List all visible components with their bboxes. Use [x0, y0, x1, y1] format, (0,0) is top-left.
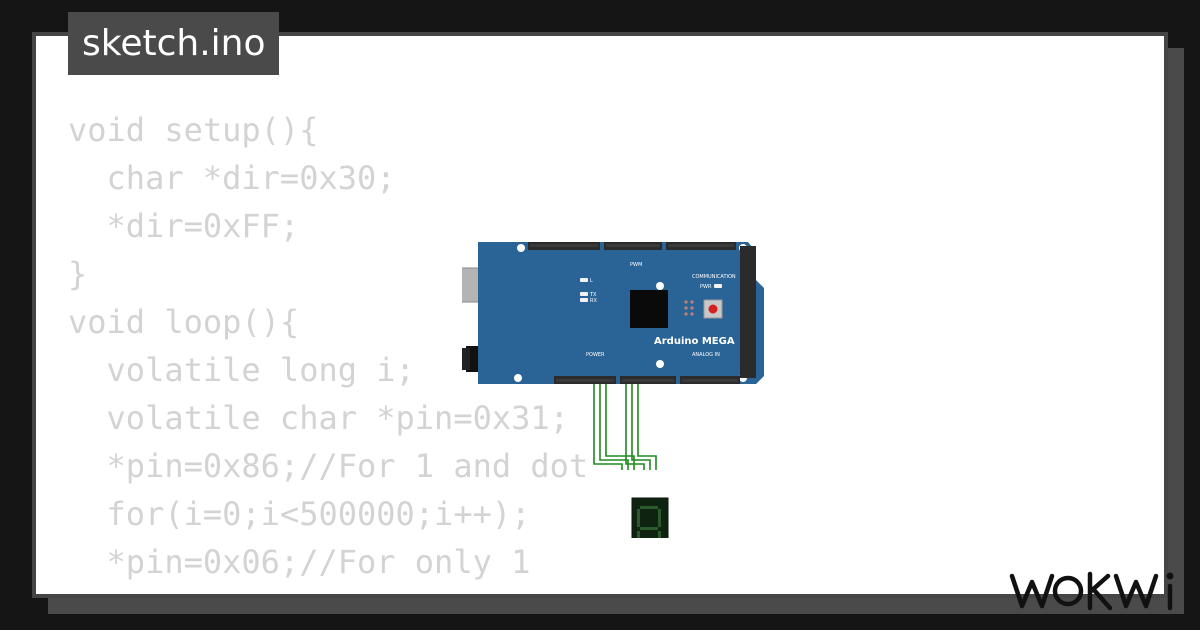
- code-line: *pin=0x86;//For 1 and dot: [68, 447, 589, 485]
- board-label: Arduino MEGA: [654, 336, 735, 347]
- code-line: void setup(){: [68, 111, 319, 149]
- pwr-led-label: PWR: [700, 284, 712, 290]
- power-label: POWER: [586, 352, 605, 358]
- code-preview: void setup(){ char *dir=0x30; *dir=0xFF;…: [68, 106, 589, 594]
- l-led: [580, 278, 588, 282]
- analog-in-label: ANALOG IN: [692, 352, 720, 358]
- code-line: for(i=0;i<500000;i++);: [68, 495, 531, 533]
- code-line: for(i=0;i<500000;i++);: [68, 586, 588, 594]
- wire: [637, 384, 657, 470]
- wire: [593, 384, 623, 470]
- wire: [599, 384, 629, 470]
- code-line: *dir=0xFF;: [68, 207, 300, 245]
- tx-led: [580, 292, 588, 296]
- seven-segment-display: [631, 497, 669, 538]
- code-line: void loop(){: [68, 303, 300, 341]
- rx-led-label: RX: [590, 298, 597, 304]
- rx-led: [580, 298, 588, 302]
- code-line: *pin=0x06;//For only 1: [68, 543, 531, 581]
- wire: [625, 384, 645, 470]
- tx-led-label: TX: [589, 292, 597, 298]
- side-header: [740, 246, 756, 378]
- wokwi-logo: [1009, 571, 1174, 611]
- code-line: }: [68, 255, 88, 293]
- code-line: volatile char *pin=0x31;: [68, 399, 569, 437]
- wires: [593, 384, 657, 470]
- pwm-label: PWM: [630, 262, 642, 268]
- arduino-mega-board: [478, 242, 764, 384]
- circuit-diagram: PWM COMMUNICATION POWER ANALOG IN L TX R…: [462, 242, 764, 538]
- code-line: volatile long i;: [68, 351, 415, 389]
- icsp-header: [684, 300, 694, 316]
- wire: [631, 384, 651, 470]
- wire: [605, 384, 635, 470]
- communication-label: COMMUNICATION: [692, 274, 736, 280]
- pwr-led: [714, 284, 722, 288]
- reset-button-cap: [708, 304, 718, 314]
- l-led-label: L: [590, 278, 593, 284]
- microcontroller-chip: [630, 290, 668, 328]
- code-line: char *dir=0x30;: [68, 159, 396, 197]
- file-tab[interactable]: sketch.ino: [68, 12, 280, 75]
- preview-card: void setup(){ char *dir=0x30; *dir=0xFF;…: [32, 32, 1168, 598]
